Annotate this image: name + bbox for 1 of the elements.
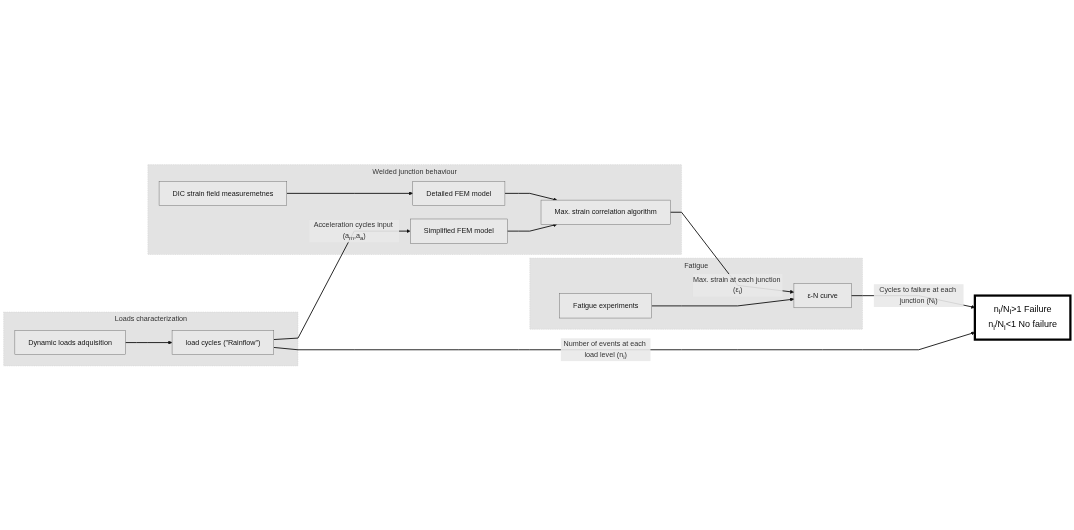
node-box: n$_{i}$/N$_{i}$>1 Failure n$_{i}$/N$_{i}$<1 No failure	[973, 294, 1072, 341]
